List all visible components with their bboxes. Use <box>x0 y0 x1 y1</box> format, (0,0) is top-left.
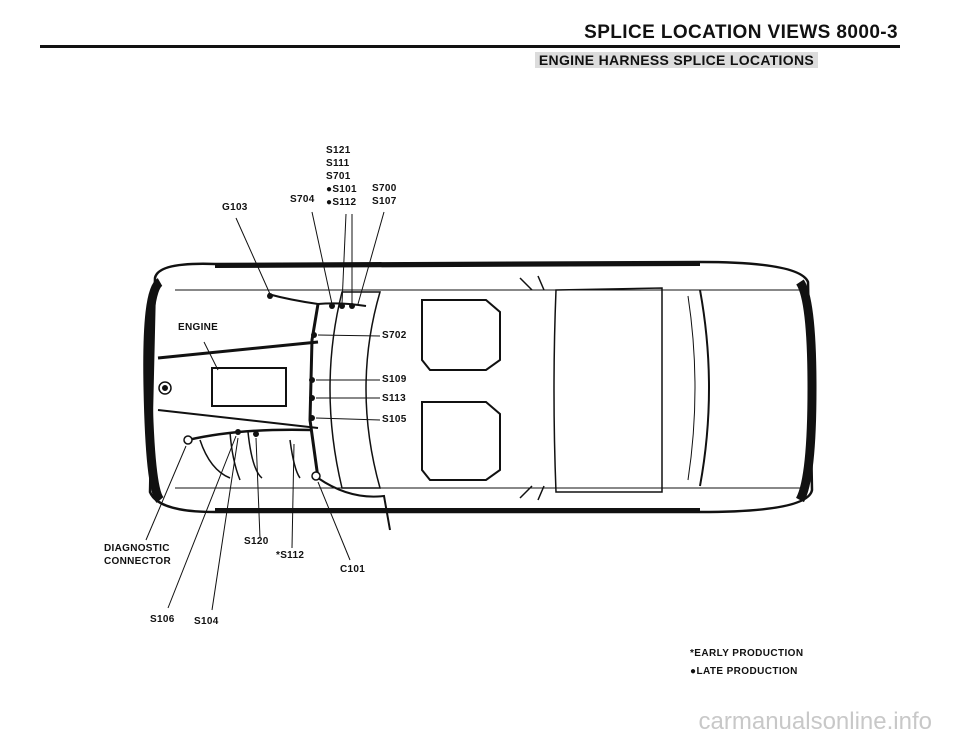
emblem-icon <box>158 381 172 395</box>
label-s701: S701 <box>326 171 351 182</box>
hood-line-top <box>157 340 319 360</box>
harness-lower-branch <box>187 428 313 442</box>
label-s700: S700 <box>372 183 397 194</box>
front-bumper <box>143 278 164 503</box>
label-s112-late: ●S112 <box>326 197 357 208</box>
label-stack-top: S121 S111 S701 ●S101 ●S112 <box>326 144 357 209</box>
label-s101: ●S101 <box>326 184 357 195</box>
watermark: carmanualsonline.info <box>698 708 932 735</box>
label-engine: ENGINE <box>178 322 219 333</box>
splice-dots <box>235 293 355 437</box>
legend-late: ●LATE PRODUCTION <box>690 666 798 677</box>
label-c101: C101 <box>340 564 366 575</box>
hood-line-bottom <box>157 409 319 429</box>
rear-window-inner <box>687 295 696 481</box>
label-s106: S106 <box>150 614 175 625</box>
windshield <box>329 291 381 489</box>
label-s113: S113 <box>382 393 407 404</box>
label-s121: S121 <box>326 145 351 156</box>
leader-lines <box>145 211 385 611</box>
harness-wires <box>199 431 301 481</box>
section-subtitle: ENGINE HARNESS SPLICE LOCATIONS <box>534 52 818 68</box>
car-body-outline <box>148 260 814 514</box>
label-g103: G103 <box>222 202 248 213</box>
door-mark-bottom <box>519 485 545 501</box>
front-seat-bottom <box>421 401 501 481</box>
label-s109: S109 <box>382 374 407 385</box>
rear-bumper <box>795 279 817 503</box>
label-s702: S702 <box>382 330 407 341</box>
header-rule <box>40 45 900 48</box>
inner-body-line <box>175 289 800 489</box>
harness-trunk <box>308 303 320 479</box>
c101-connector-icon <box>311 471 321 481</box>
rear-window <box>699 289 710 487</box>
door-mark-top <box>519 275 545 291</box>
sunroof <box>553 287 663 493</box>
label-s111: S111 <box>326 158 350 169</box>
diagnostic-connector-icon <box>183 435 193 445</box>
harness-rear-arm <box>317 477 391 531</box>
legend-early: *EARLY PRODUCTION <box>690 648 804 659</box>
label-connector: CONNECTOR <box>104 556 171 567</box>
label-s105: S105 <box>382 414 407 425</box>
page-title: SPLICE LOCATION VIEWS 8000-3 <box>584 22 898 43</box>
front-seat-top <box>421 299 501 371</box>
label-diagnostic: DIAGNOSTIC <box>104 543 170 554</box>
label-s104: S104 <box>194 616 219 627</box>
label-s112-early: *S112 <box>276 550 305 561</box>
engine-block <box>211 367 287 407</box>
label-s107: S107 <box>372 196 397 207</box>
top-side-edge <box>214 262 701 268</box>
label-s704: S704 <box>290 194 315 205</box>
label-diagnostic-connector: DIAGNOSTIC CONNECTOR <box>104 542 171 568</box>
label-s120: S120 <box>244 536 269 547</box>
